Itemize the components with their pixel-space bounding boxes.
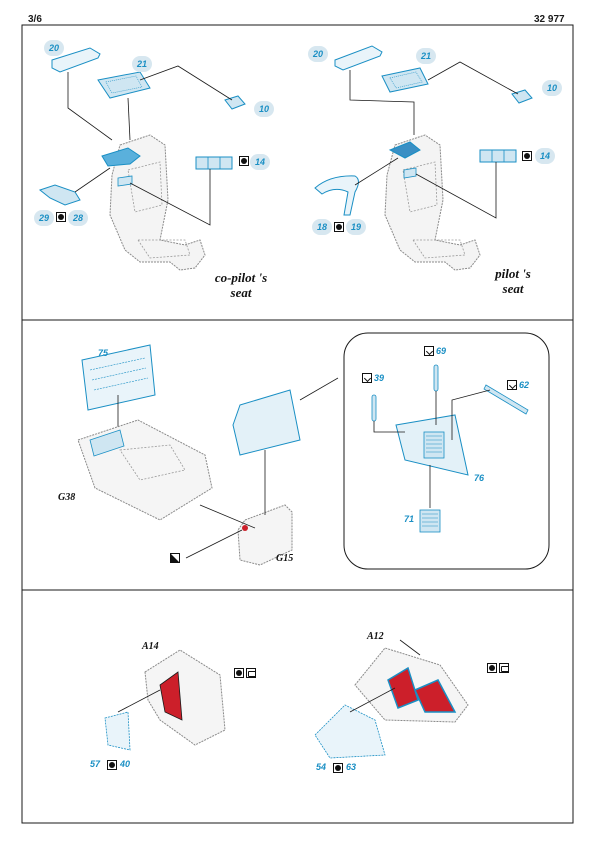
- a12-red-panel-left: [387, 666, 419, 709]
- label-kit-part-g38: G38: [58, 492, 76, 503]
- bend-symbol-icon: [424, 346, 434, 356]
- label-pilot-part-19: 19: [346, 219, 366, 235]
- label-kit-part-a14: A14: [142, 641, 159, 652]
- label-part-57: 57: [90, 759, 101, 769]
- pilot-caption-line2: seat: [502, 281, 524, 296]
- paint-symbol-icon: [239, 156, 249, 166]
- copilot-seat-back-detail: [127, 161, 163, 213]
- label-kit-part-a12: A12: [367, 631, 384, 642]
- label-copilot-part-20: 20: [44, 40, 64, 56]
- paint-symbol-icon: [333, 763, 343, 773]
- a12-red-panel-right: [414, 679, 457, 713]
- kit-part-g15: [237, 504, 293, 566]
- copilot-caption-line2: seat: [230, 285, 252, 300]
- a14-red-panel: [159, 671, 183, 721]
- label-copilot-part-28: 28: [68, 210, 88, 226]
- label-copilot-part-10: 10: [254, 101, 274, 117]
- pilot-seat-body: [384, 134, 481, 271]
- remove-symbol-icon: [170, 553, 180, 563]
- paint-symbol-icon: [487, 663, 497, 673]
- fold-symbol-icon: [499, 663, 509, 673]
- fold-symbol-icon: [246, 668, 256, 678]
- label-copilot-part-29: 29: [34, 210, 54, 226]
- bend-symbol-icon: [507, 380, 517, 390]
- part-71-grill: [419, 509, 441, 533]
- label-pilot-part-21: 21: [416, 48, 436, 64]
- paint-symbol-icon: [522, 151, 532, 161]
- label-pilot-part-20: 20: [308, 46, 328, 62]
- g15-red-marker: [242, 525, 248, 531]
- copilot-headrest-part: [101, 147, 141, 167]
- label-part-75: 75: [98, 348, 109, 358]
- copilot-part-10: [224, 95, 246, 110]
- copilot-seat-body: [109, 134, 206, 271]
- label-pilot-part-14: 14: [535, 148, 555, 164]
- label-part-54: 54: [316, 762, 327, 772]
- copilot-part-14: [195, 156, 233, 170]
- pilot-part-20: [334, 45, 383, 71]
- paint-symbol-icon: [56, 212, 66, 222]
- paint-symbol-icon: [107, 760, 117, 770]
- pilot-part-14: [479, 149, 517, 163]
- kit-part-a14: [144, 649, 226, 746]
- label-part-62: 62: [519, 380, 530, 390]
- kit-code: 32 977: [534, 14, 565, 25]
- copilot-caption-line1: co-pilot 's: [214, 270, 268, 285]
- page-frame: [21, 24, 574, 824]
- pilot-seat-caption: pilot 's seat: [478, 266, 548, 296]
- copilot-part-21: [97, 71, 151, 99]
- section2-group: [77, 332, 550, 570]
- detail-callout-box: [343, 332, 550, 570]
- label-kit-part-g15: G15: [276, 553, 294, 564]
- section3-group: [104, 639, 469, 759]
- paint-symbol-icon: [334, 222, 344, 232]
- kit-part-g38: [77, 419, 213, 521]
- page-number: 3/6: [28, 14, 42, 25]
- copilot-seat-group: [38, 47, 246, 271]
- label-pilot-part-10: 10: [542, 80, 562, 96]
- label-part-69: 69: [436, 346, 447, 356]
- part-39-rod: [371, 394, 377, 422]
- label-copilot-part-21: 21: [132, 56, 152, 72]
- bend-symbol-icon: [362, 373, 372, 383]
- label-pilot-part-18: 18: [312, 219, 332, 235]
- part-54-63: [314, 704, 386, 759]
- part-75-panel: [81, 344, 156, 411]
- label-part-76: 76: [474, 473, 485, 483]
- copilot-part-20: [51, 47, 101, 73]
- part-62-rod: [483, 384, 529, 415]
- part-69-rod: [433, 364, 439, 392]
- copilot-seat-pan: [137, 239, 191, 259]
- label-part-40: 40: [120, 759, 131, 769]
- pilot-caption-line1: pilot 's: [495, 266, 531, 281]
- part-57-40: [104, 711, 131, 751]
- large-panel-part: [232, 389, 301, 456]
- label-part-71: 71: [404, 514, 415, 524]
- copilot-part-29-28: [38, 184, 81, 206]
- label-part-63: 63: [346, 762, 357, 772]
- pilot-seat-group: [314, 45, 533, 271]
- pilot-part-18-19: [314, 175, 359, 216]
- copilot-seat-caption: co-pilot 's seat: [196, 270, 286, 300]
- paint-symbol-icon: [234, 668, 244, 678]
- label-part-39: 39: [374, 373, 385, 383]
- pilot-part-21: [381, 67, 429, 93]
- pilot-headrest-part: [388, 141, 421, 159]
- label-copilot-part-14: 14: [250, 154, 270, 170]
